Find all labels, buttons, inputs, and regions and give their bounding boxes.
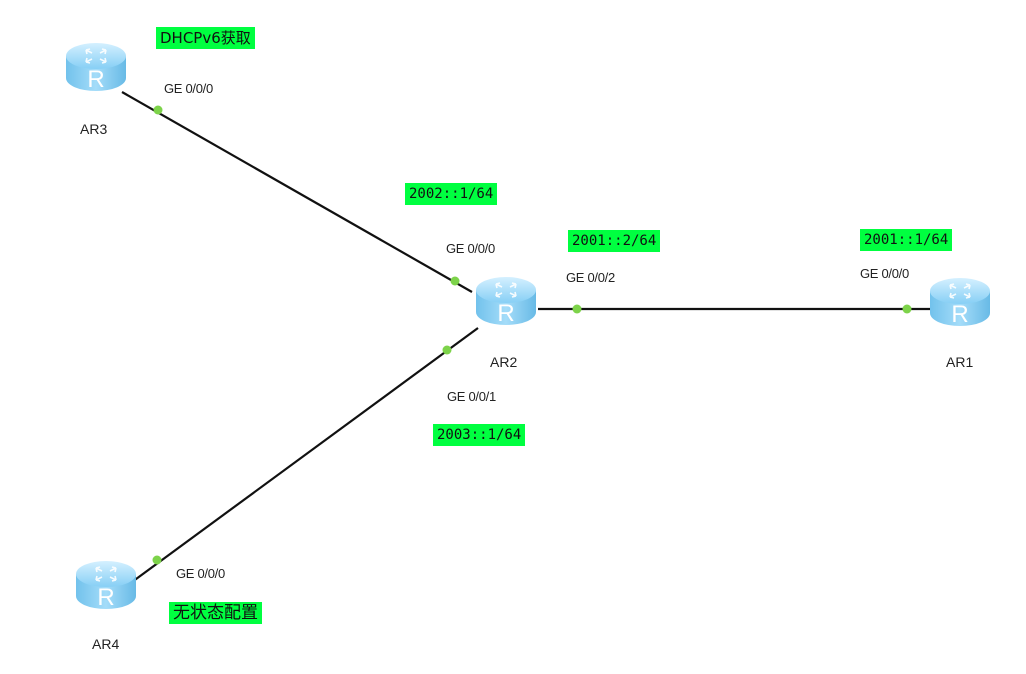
interface-label-ar4-ge000: GE 0/0/0 (176, 566, 225, 581)
interface-label-ar1-ge000: GE 0/0/0 (860, 266, 909, 281)
note-ar2-ge001-address[interactable]: 2003::1/64 (433, 424, 526, 446)
device-label-ar1: AR1 (946, 354, 974, 370)
svg-text:R: R (97, 584, 114, 611)
note-ar3-dhcpv6[interactable]: DHCPv6获取 (156, 27, 255, 49)
port-dot-ar2-ge001[interactable] (442, 345, 452, 355)
router-icon-ar3[interactable]: R (64, 40, 128, 94)
device-label-ar2: AR2 (490, 354, 518, 370)
router-arrows-icon (95, 566, 117, 582)
port-dot-ar1-ge000[interactable] (902, 304, 912, 314)
interface-label-ar2-ge002: GE 0/0/2 (566, 270, 615, 285)
svg-text:R: R (497, 300, 514, 327)
note-ar4-stateless[interactable]: 无状态配置 (169, 602, 262, 624)
device-label-ar3: AR3 (80, 121, 108, 137)
port-dot-ar4-ge000[interactable] (152, 555, 162, 565)
router-icon-ar4[interactable]: R (74, 558, 138, 612)
port-dot-ar2-ge000[interactable] (450, 276, 460, 286)
router-glyph: R (66, 43, 126, 93)
interface-label-ar2-ge001: GE 0/0/1 (447, 389, 496, 404)
svg-text:R: R (87, 66, 104, 93)
note-ar2-ge002-address[interactable]: 2001::2/64 (568, 230, 661, 252)
router-glyph: R (930, 278, 990, 328)
port-dot-ar2-ge002[interactable] (572, 304, 582, 314)
svg-text:R: R (951, 301, 968, 328)
router-glyph: R (76, 561, 136, 611)
note-ar2-ge000-address[interactable]: 2002::1/64 (405, 183, 498, 205)
router-icon-ar2[interactable]: R (474, 274, 538, 328)
interface-label-ar3-ge000: GE 0/0/0 (164, 81, 213, 96)
link-ar2-ar4[interactable] (131, 327, 479, 583)
note-ar1-ge000-address[interactable]: 2001::1/64 (860, 229, 953, 251)
router-glyph: R (476, 277, 536, 327)
interface-label-ar2-ge000: GE 0/0/0 (446, 241, 495, 256)
port-dot-ar3-ge000[interactable] (153, 105, 163, 115)
router-arrows-icon (949, 283, 971, 299)
link-ar3-ar2[interactable] (121, 91, 473, 293)
device-label-ar4: AR4 (92, 636, 120, 652)
router-arrows-icon (495, 282, 517, 298)
router-arrows-icon (85, 48, 107, 64)
router-icon-ar1[interactable]: R (928, 275, 992, 329)
